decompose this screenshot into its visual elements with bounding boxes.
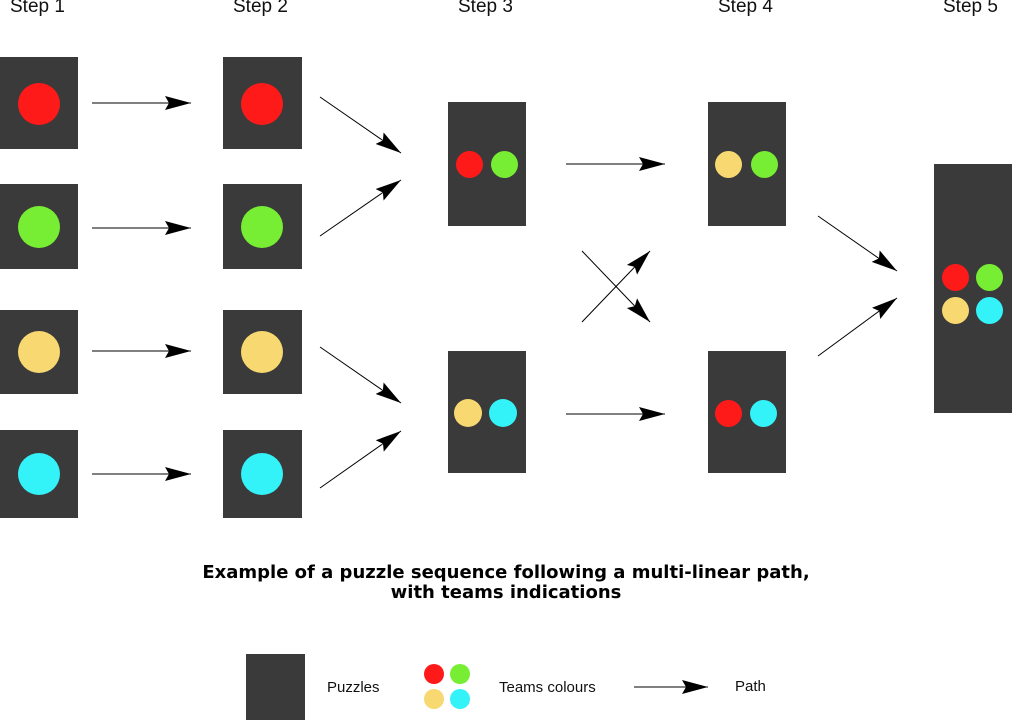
puzzle-step3-bottom bbox=[448, 351, 526, 473]
legend-puzzles-label: Puzzles bbox=[327, 679, 380, 696]
path-s2-red-to-s3-top bbox=[319, 96, 402, 154]
team-dot-red bbox=[715, 400, 742, 427]
team-dot-red bbox=[942, 264, 969, 291]
caption-line-2: with teams indications bbox=[390, 582, 622, 603]
legend-teams-label: Teams colours bbox=[499, 679, 596, 696]
step-3-label: Step 3 bbox=[458, 0, 513, 17]
puzzle-step1-red bbox=[0, 57, 78, 149]
team-dot-green bbox=[751, 151, 778, 178]
team-dot-cyan bbox=[489, 399, 517, 427]
team-dot-yellow bbox=[715, 151, 742, 178]
puzzle-step2-cyan bbox=[223, 430, 302, 518]
step-4-label: Step 4 bbox=[718, 0, 773, 17]
team-dot-cyan bbox=[18, 453, 60, 495]
path-s4-bottom-to-s5 bbox=[817, 297, 898, 357]
team-dot-red bbox=[456, 151, 483, 178]
team-dot-green bbox=[976, 264, 1003, 291]
legend-dot-yellow bbox=[424, 689, 444, 709]
puzzle-step1-cyan bbox=[0, 430, 78, 518]
team-dot-green bbox=[18, 206, 60, 248]
team-dot-yellow bbox=[454, 399, 482, 427]
team-dot-cyan bbox=[976, 297, 1003, 324]
puzzle-step2-yellow bbox=[223, 310, 302, 394]
puzzle-step4-bottom bbox=[708, 351, 786, 473]
puzzle-step5 bbox=[934, 164, 1012, 413]
caption-line-1: Example of a puzzle sequence following a… bbox=[202, 562, 810, 583]
team-dot-cyan bbox=[241, 453, 283, 495]
step-2-label: Step 2 bbox=[233, 0, 288, 17]
team-dot-green bbox=[241, 206, 283, 248]
team-dot-yellow bbox=[942, 297, 969, 324]
legend-dot-red bbox=[424, 664, 444, 684]
puzzle-step3-top bbox=[448, 102, 526, 226]
puzzle-step1-yellow bbox=[0, 310, 78, 394]
diagram-caption: Example of a puzzle sequence following a… bbox=[0, 563, 1012, 603]
puzzle-step2-green bbox=[223, 184, 302, 269]
team-dot-red bbox=[18, 83, 60, 125]
puzzle-step4-top bbox=[708, 102, 786, 226]
path-s2-yellow-to-s3-bottom bbox=[319, 346, 402, 404]
legend-puzzle-swatch bbox=[246, 654, 305, 720]
team-dot-yellow bbox=[241, 331, 283, 373]
team-dot-cyan bbox=[750, 400, 777, 427]
path-s2-cyan-to-s3-bottom bbox=[319, 430, 402, 489]
legend-dot-cyan bbox=[450, 689, 470, 709]
path-s3-bottom-to-s4-top bbox=[581, 250, 651, 323]
step-5-label: Step 5 bbox=[943, 0, 998, 17]
path-s2-green-to-s3-top bbox=[319, 179, 402, 237]
path-s4-top-to-s5 bbox=[817, 215, 898, 272]
team-dot-yellow bbox=[18, 331, 60, 373]
team-dot-red bbox=[241, 83, 283, 125]
puzzle-step2-red bbox=[223, 57, 302, 149]
legend-path-label: Path bbox=[735, 678, 766, 695]
puzzle-step1-green bbox=[0, 184, 78, 269]
team-dot-green bbox=[491, 151, 518, 178]
step-1-label: Step 1 bbox=[10, 0, 65, 17]
legend-dot-green bbox=[450, 664, 470, 684]
